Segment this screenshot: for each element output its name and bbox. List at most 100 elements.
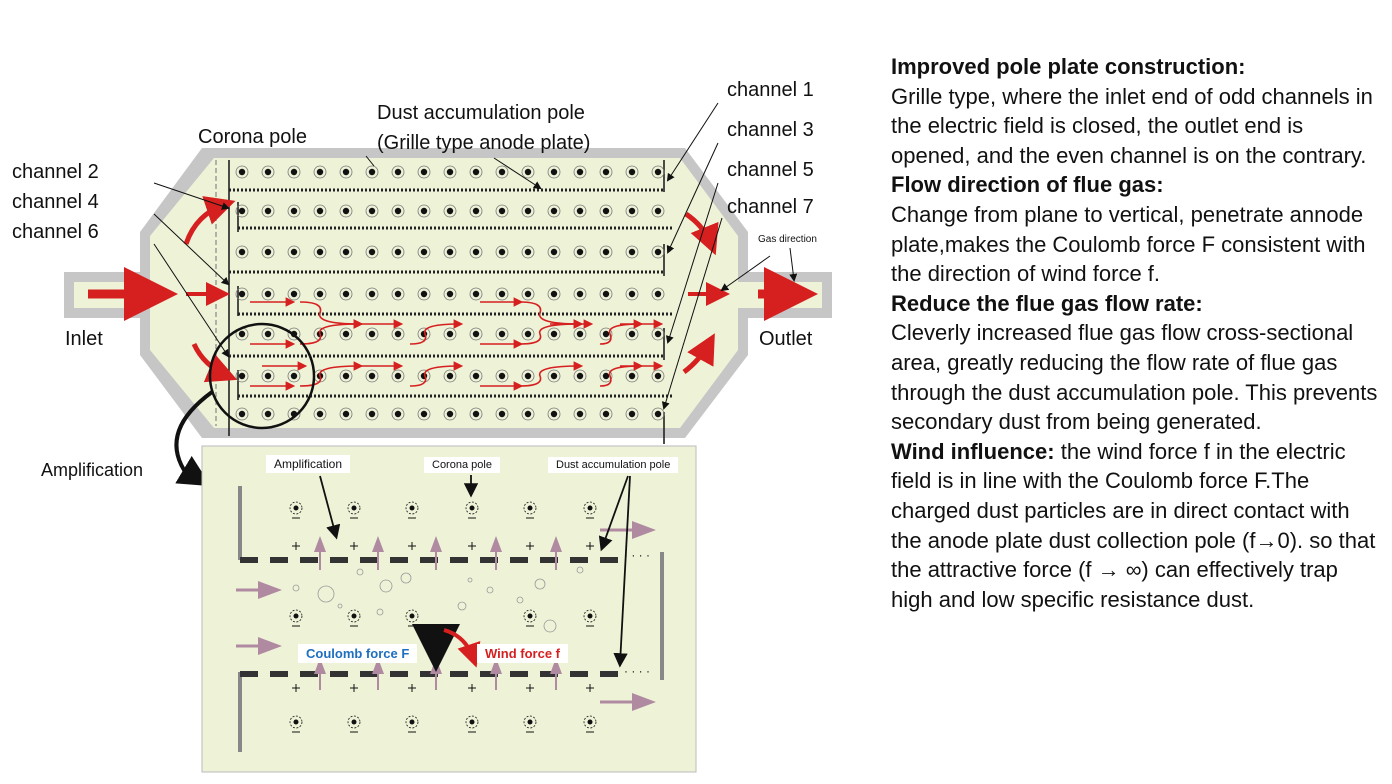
corona-halo xyxy=(521,369,535,383)
corona-halo xyxy=(599,204,613,218)
corona-wire xyxy=(316,168,324,176)
corona-halo xyxy=(443,369,457,383)
corona-wire xyxy=(602,372,610,380)
zoom-corona-halo xyxy=(405,609,419,623)
corona-wire xyxy=(342,207,350,215)
corona-halo xyxy=(261,165,275,179)
corona-wire xyxy=(394,207,402,215)
zoom-plus-sign xyxy=(408,684,416,692)
corona-halo xyxy=(469,204,483,218)
corona-halo xyxy=(599,327,613,341)
zoom-plus-sign xyxy=(526,684,534,692)
corona-halo xyxy=(625,407,639,421)
corona-wire xyxy=(576,168,584,176)
channel-7-label: channel 7 xyxy=(727,196,814,218)
corona-wire xyxy=(264,410,272,418)
corona-halo xyxy=(287,407,301,421)
corona-halo xyxy=(443,245,457,259)
corona-halo xyxy=(521,204,535,218)
zoom-dust-particle xyxy=(516,596,524,604)
corona-halo xyxy=(547,327,561,341)
corona-halo xyxy=(547,165,561,179)
corona-halo xyxy=(573,245,587,259)
corona-wire xyxy=(446,410,454,418)
corona-wire xyxy=(446,207,454,215)
section-2-heading: Flow direction of flue gas: xyxy=(891,172,1164,198)
section-4: Wind influence: the wind force f in the … xyxy=(891,437,1381,615)
corona-halo xyxy=(469,369,483,383)
corona-halo xyxy=(599,287,613,301)
corona-wire xyxy=(524,248,532,256)
corona-wire xyxy=(394,168,402,176)
corona-halo xyxy=(547,204,561,218)
corona-halo xyxy=(313,165,327,179)
corona-halo xyxy=(495,165,509,179)
corona-wire xyxy=(550,168,558,176)
corona-wire xyxy=(654,168,662,176)
corona-halo xyxy=(625,369,639,383)
corona-halo xyxy=(521,287,535,301)
corona-halo xyxy=(391,204,405,218)
zoom-plus-sign xyxy=(526,542,534,550)
zoom-charged-particle xyxy=(428,624,444,640)
corona-wire xyxy=(524,372,532,380)
section-2: Flow direction of flue gas:Change from p… xyxy=(891,170,1381,288)
corona-halo xyxy=(313,287,327,301)
corona-halo xyxy=(287,204,301,218)
corona-wire xyxy=(602,330,610,338)
corona-halo xyxy=(495,287,509,301)
corona-wire xyxy=(654,372,662,380)
zoom-corona-wire xyxy=(293,719,299,725)
flow-curve-arrow xyxy=(519,319,584,345)
zoom-plus-sign xyxy=(586,542,594,550)
zoom-dust-particle xyxy=(467,577,473,583)
corona-halo xyxy=(339,204,353,218)
corona-halo xyxy=(339,245,353,259)
channel-6-label: channel 6 xyxy=(12,221,99,243)
corona-halo xyxy=(599,407,613,421)
zoom-corona-wire xyxy=(469,505,475,511)
zoom-corona-halo xyxy=(289,501,303,515)
corona-wire xyxy=(524,290,532,298)
corona-wire xyxy=(264,207,272,215)
corona-wire xyxy=(420,410,428,418)
zoom-plus-sign xyxy=(350,684,358,692)
corona-wire xyxy=(238,248,246,256)
zoom-dots-upper: · · · · xyxy=(624,548,650,562)
corona-wire xyxy=(290,207,298,215)
zoom-corona-wire xyxy=(587,719,593,725)
corona-wire xyxy=(420,168,428,176)
corona-wire xyxy=(420,248,428,256)
zoom-corona-halo xyxy=(583,715,597,729)
corona-wire xyxy=(446,330,454,338)
corona-halo xyxy=(651,204,665,218)
corona-halo xyxy=(495,407,509,421)
corona-halo xyxy=(313,245,327,259)
corona-halo xyxy=(547,369,561,383)
zoom-dust-particle xyxy=(376,608,384,616)
zoom-plus-sign xyxy=(468,542,476,550)
corona-wire xyxy=(602,207,610,215)
corona-wire xyxy=(264,248,272,256)
corona-wire xyxy=(394,372,402,380)
corona-wire xyxy=(342,372,350,380)
zoom-corona-halo xyxy=(583,501,597,515)
corona-halo xyxy=(235,165,249,179)
zoom-dust-particle xyxy=(534,578,546,590)
corona-halo xyxy=(261,245,275,259)
section-1-heading: Improved pole plate construction: xyxy=(891,54,1246,79)
zoom-dust-particle xyxy=(337,603,343,609)
corona-halo xyxy=(313,204,327,218)
amplification-arrow xyxy=(174,390,214,487)
corona-halo xyxy=(417,165,431,179)
corona-wire xyxy=(316,410,324,418)
zoom-corona-halo xyxy=(405,501,419,515)
corona-halo xyxy=(495,245,509,259)
dust-pole-label-line1: Dust accumulation pole xyxy=(377,102,585,124)
corona-pole-label: Corona pole xyxy=(198,126,307,148)
corona-wire xyxy=(342,330,350,338)
corona-halo xyxy=(521,407,535,421)
corona-wire xyxy=(654,248,662,256)
zoom-dots-lower: · · · · xyxy=(624,664,650,678)
corona-wire xyxy=(394,290,402,298)
